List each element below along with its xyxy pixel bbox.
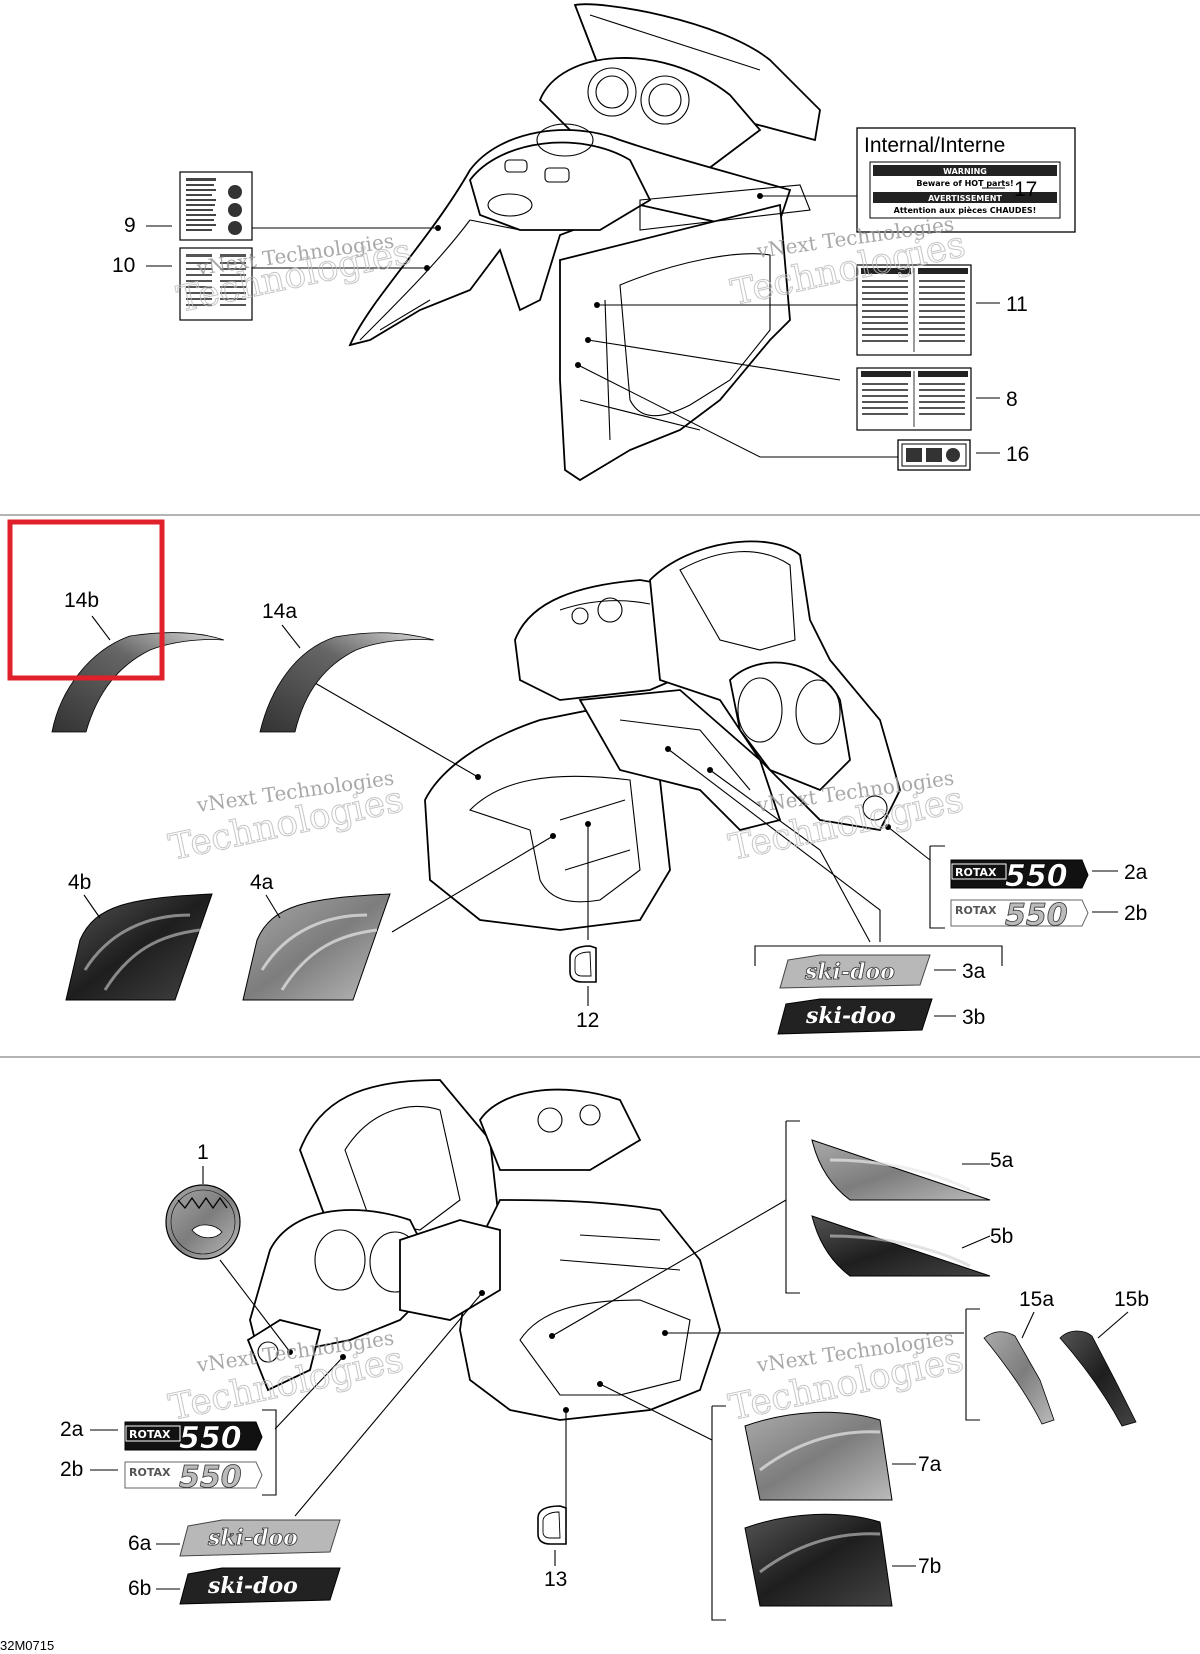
sheet-id: 32M0715 xyxy=(0,1638,54,1653)
decal-13-trim xyxy=(537,1505,567,1545)
decal-5b-side-graphic xyxy=(811,1215,991,1277)
decal-3a-skidoo-middle: ski-doo xyxy=(779,954,931,989)
rotax-number-2b-mid: 550 xyxy=(1005,898,1068,933)
skidoo-word-6b: ski-doo xyxy=(207,1573,298,1599)
decal-16-pictogram-label xyxy=(897,439,971,471)
decal-2b-rotax-550-bottom: ROTAX 550 xyxy=(124,1460,263,1495)
panel-17-title: Internal/Interne xyxy=(864,134,1005,157)
decal-5a-side-graphic xyxy=(811,1139,991,1201)
callout-5b: 5b xyxy=(990,1225,1013,1248)
bottom-callouts: 1 5a 5b 15a 15b 2a 2b 6a 6b 13 7a 7b xyxy=(60,1141,1149,1600)
front-view-assembly xyxy=(219,1079,964,1528)
callout-6a: 6a xyxy=(128,1532,152,1555)
middle-callouts: 14b 14a 4b 4a 12 2a 2b 3a 3b xyxy=(64,589,1148,1032)
panel-17-avertissement: AVERTISSEMENT xyxy=(928,194,1002,203)
rotax-word-2a-bot: ROTAX xyxy=(129,1428,171,1441)
callout-8: 8 xyxy=(1006,388,1018,411)
callout-3a: 3a xyxy=(962,960,986,983)
callout-2a-bottom: 2a xyxy=(60,1418,84,1441)
callout-9: 9 xyxy=(124,214,136,237)
decal-14b-swoosh xyxy=(51,632,225,733)
decal-7a-side-graphic xyxy=(744,1411,893,1501)
callout-5a: 5a xyxy=(990,1149,1014,1172)
decal-10-instruction-label xyxy=(179,247,253,321)
top-view-assembly xyxy=(250,3,898,482)
callout-7b: 7b xyxy=(918,1555,941,1578)
decal-9-instruction-label xyxy=(179,171,253,241)
decal-14a-swoosh xyxy=(259,632,435,733)
decal-3b-skidoo-middle: ski-doo xyxy=(777,998,933,1035)
callout-13: 13 xyxy=(544,1568,567,1591)
callout-15a: 15a xyxy=(1019,1288,1054,1311)
rotax-number-2a-mid: 550 xyxy=(1005,859,1068,894)
rotax-word-2b-bot: ROTAX xyxy=(129,1466,171,1479)
callout-12: 12 xyxy=(576,1009,599,1032)
skidoo-word-3a: ski-doo xyxy=(804,959,895,985)
rotax-word-2a-mid: ROTAX xyxy=(955,866,997,879)
rotax-number-2a-bot: 550 xyxy=(179,1421,242,1456)
decal-7b-side-graphic xyxy=(744,1513,893,1607)
callout-10: 10 xyxy=(112,254,135,277)
callout-4a: 4a xyxy=(250,871,274,894)
panel-17-avertissement-text: Attention aux pièces CHAUDES! xyxy=(894,205,1037,215)
decal-12-trim xyxy=(569,945,597,983)
skidoo-word-3b: ski-doo xyxy=(805,1003,896,1029)
callout-2b-bottom: 2b xyxy=(60,1458,83,1481)
callout-11: 11 xyxy=(1006,293,1028,316)
callout-2b-middle: 2b xyxy=(1124,902,1147,925)
callout-16: 16 xyxy=(1006,443,1029,466)
rotax-number-2b-bot: 550 xyxy=(179,1460,242,1495)
decal-2b-rotax-550-middle: ROTAX 550 xyxy=(950,898,1089,933)
decal-4b-side-graphic xyxy=(65,893,213,1001)
rotax-word-2b-mid: ROTAX xyxy=(955,904,997,917)
decal-15a-trim xyxy=(983,1331,1055,1425)
decal-8-safety-label xyxy=(856,367,972,431)
callout-17: 17 xyxy=(1014,178,1037,201)
callout-2a-middle: 2a xyxy=(1124,861,1148,884)
decal-17-internal-panel: Internal/Interne WARNING Beware of HOT p… xyxy=(856,127,1076,233)
callout-14a: 14a xyxy=(262,600,297,623)
decal-2a-rotax-550-bottom: ROTAX 550 xyxy=(124,1421,263,1456)
highlight-box-14b xyxy=(7,519,165,681)
decal-11-safety-label xyxy=(856,264,972,356)
skidoo-word-6a: ski-doo xyxy=(207,1525,298,1551)
decal-6b-skidoo-bottom: ski-doo xyxy=(179,1567,341,1605)
panel-17-warning-text: Beware of HOT parts! xyxy=(916,179,1013,188)
top-callouts: 9 10 17 11 8 16 xyxy=(112,178,1037,466)
callout-3b: 3b xyxy=(962,1006,985,1029)
callout-14b: 14b xyxy=(64,589,99,612)
decal-2a-rotax-550-middle: ROTAX 550 xyxy=(950,859,1089,894)
callout-7a: 7a xyxy=(918,1453,942,1476)
decal-4a-side-graphic xyxy=(242,893,391,1001)
callout-4b: 4b xyxy=(68,871,91,894)
rear-view-assembly xyxy=(314,540,931,943)
panel-17-warning: WARNING xyxy=(943,167,987,176)
callout-1: 1 xyxy=(197,1141,209,1164)
callout-6b: 6b xyxy=(128,1577,151,1600)
decal-1-brp-emblem xyxy=(165,1184,241,1260)
decal-15b-trim xyxy=(1059,1330,1137,1427)
callout-15b: 15b xyxy=(1114,1288,1149,1311)
decal-6a-skidoo-bottom: ski-doo xyxy=(179,1519,341,1557)
